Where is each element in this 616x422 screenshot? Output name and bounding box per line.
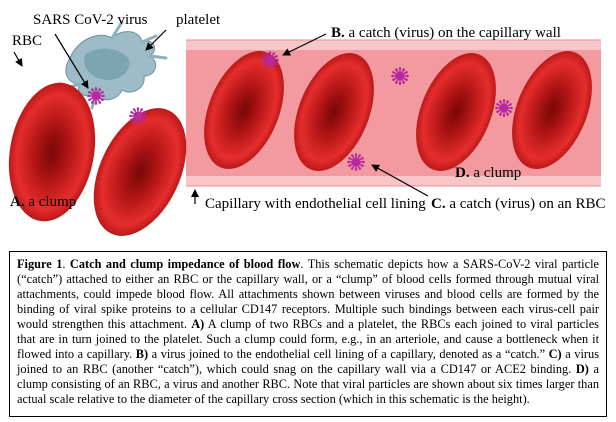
platelet-label: platelet xyxy=(176,12,221,28)
caption-a-text: A clump of two RBCs and a platelet, the … xyxy=(17,317,599,361)
rbc-capillary-4 xyxy=(512,51,592,169)
rbc-capillary-1 xyxy=(204,51,284,169)
capillary-label: Capillary with endothelial cell lining xyxy=(205,196,426,212)
caption-intro: . This schematic depicts how a SARS-CoV-… xyxy=(17,257,599,331)
annotation-arrows xyxy=(13,29,429,204)
virus-particles xyxy=(87,51,513,171)
caption-d-label: D) xyxy=(575,362,589,376)
rbc-arrow xyxy=(13,51,23,67)
caption-heading: Catch and clump impedance of blood flow xyxy=(69,257,301,271)
virus-icon xyxy=(261,51,279,69)
caption-c-text: a virus joined to an RBC (another “catch… xyxy=(17,347,599,376)
virus-arrow xyxy=(54,33,89,89)
figure-caption: Figure 1. Catch and clump impedance of b… xyxy=(9,251,607,417)
rbc-capillary-2 xyxy=(294,53,374,171)
virus-icon xyxy=(391,67,409,85)
rbc-a-right xyxy=(93,108,187,236)
caption-d-text: a clump consisting of an RBC, a virus an… xyxy=(17,362,599,406)
clump-a-label: A. a clump xyxy=(10,194,76,210)
catch-wall-arrow xyxy=(282,33,327,56)
caption-a-label: A) xyxy=(191,317,205,331)
catch-wall-label: B. a catch (virus) on the capillary wall xyxy=(331,25,561,41)
caption-b-text: a virus joined to the endothelial cell l… xyxy=(148,347,549,361)
rbc-capillary-3 xyxy=(416,53,496,171)
virus-icon xyxy=(129,107,147,125)
clump-d-label: D. a clump xyxy=(455,165,521,181)
catch-rbc-arrow xyxy=(371,164,429,197)
virus-icon xyxy=(347,153,365,171)
caption-c-label: C) xyxy=(548,347,562,361)
caption-title: Figure 1 xyxy=(17,257,63,271)
virus-icon xyxy=(87,87,105,105)
rbc-a-left xyxy=(8,82,96,222)
schematic-diagram: SARS CoV-2 virus platelet RBC B. a catch… xyxy=(8,12,606,236)
rbc-label: RBC xyxy=(12,33,42,49)
platelet-arrow xyxy=(145,29,167,51)
virus-label: SARS CoV-2 virus xyxy=(33,12,148,28)
catch-rbc-label: C. a catch (virus) on an RBC xyxy=(431,196,606,212)
caption-b-label: B) xyxy=(135,347,149,361)
virus-icon xyxy=(495,99,513,117)
